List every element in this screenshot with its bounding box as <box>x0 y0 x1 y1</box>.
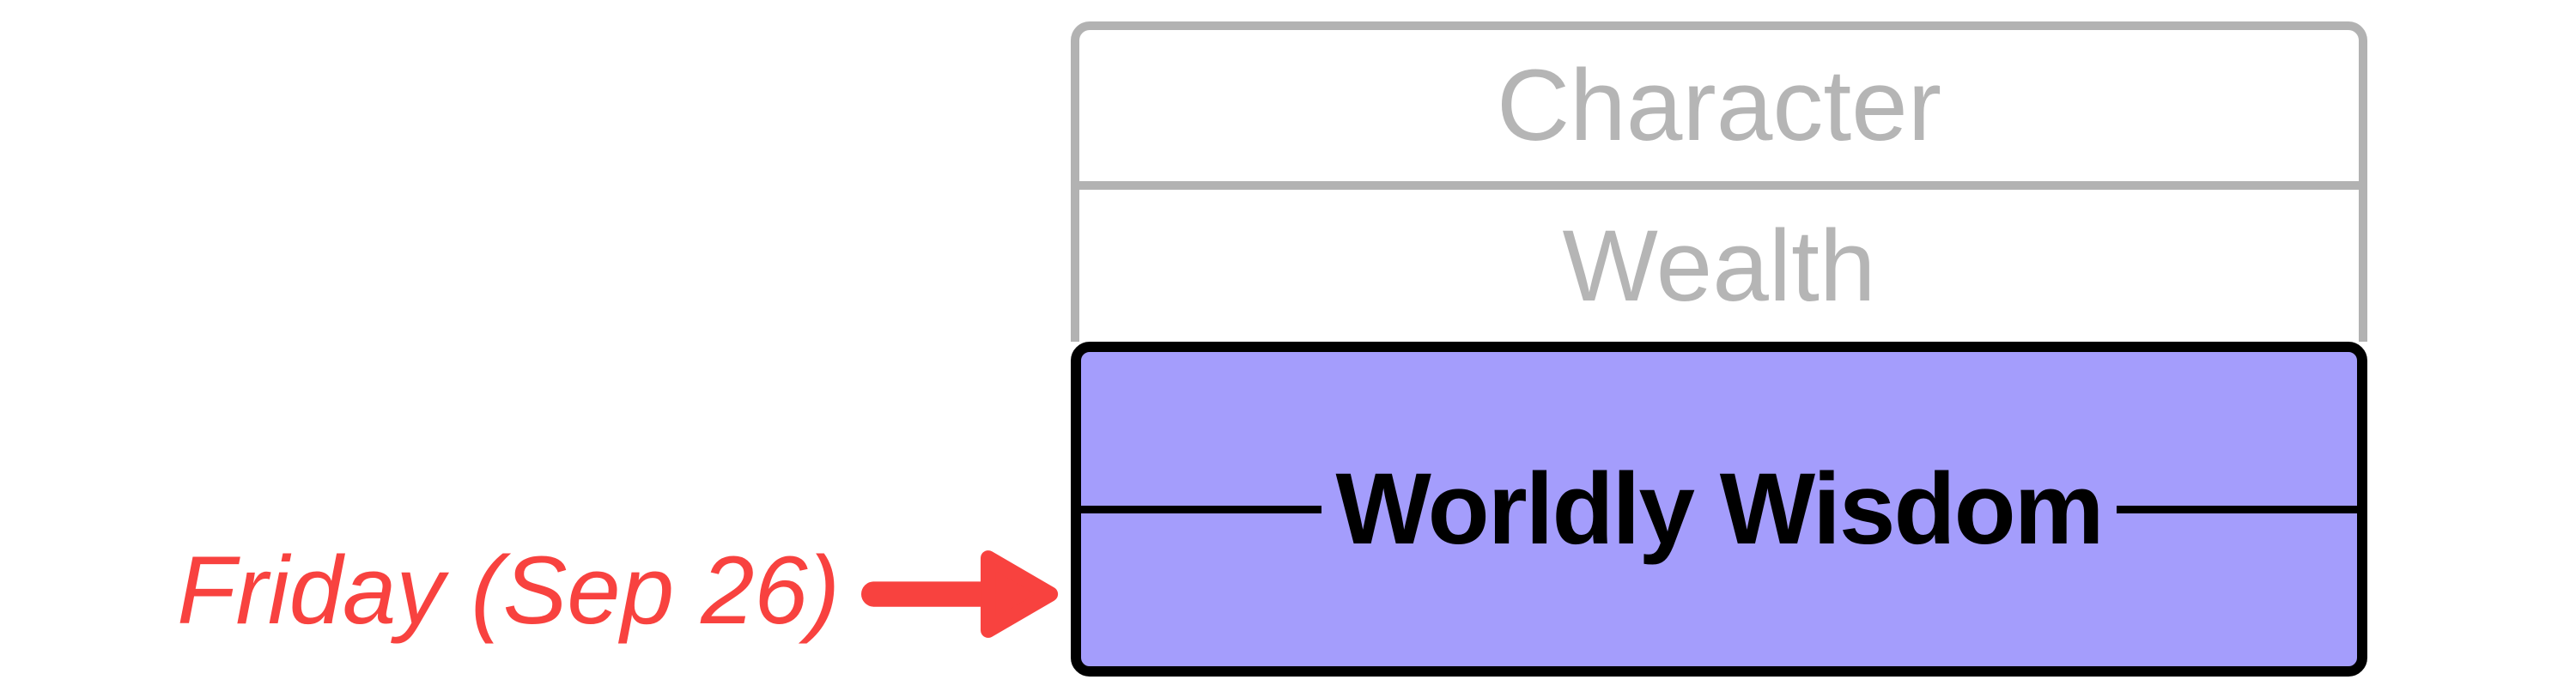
slot-midline-left <box>1081 505 1322 513</box>
slot-midline-right <box>2116 505 2358 513</box>
topic-label-wealth: Wealth <box>1562 209 1876 323</box>
topic-cell-worldly-wisdom: Worldly Wisdom <box>1071 342 2367 677</box>
topic-label-worldly-wisdom: Worldly Wisdom <box>1335 452 2104 566</box>
right-arrow-icon <box>860 550 1059 638</box>
slot-midline-row: Worldly Wisdom <box>1081 452 2358 566</box>
topic-label-character: Character <box>1496 49 1942 162</box>
date-annotation: Friday (Sep 26) <box>177 543 1062 646</box>
upcoming-topics-stack: Character Wealth <box>1071 21 2367 342</box>
topic-cell-character: Character <box>1079 30 2359 181</box>
cell-divider <box>1079 181 2359 190</box>
topic-cell-wealth: Wealth <box>1079 190 2359 342</box>
date-label: Friday (Sep 26) <box>177 537 840 644</box>
